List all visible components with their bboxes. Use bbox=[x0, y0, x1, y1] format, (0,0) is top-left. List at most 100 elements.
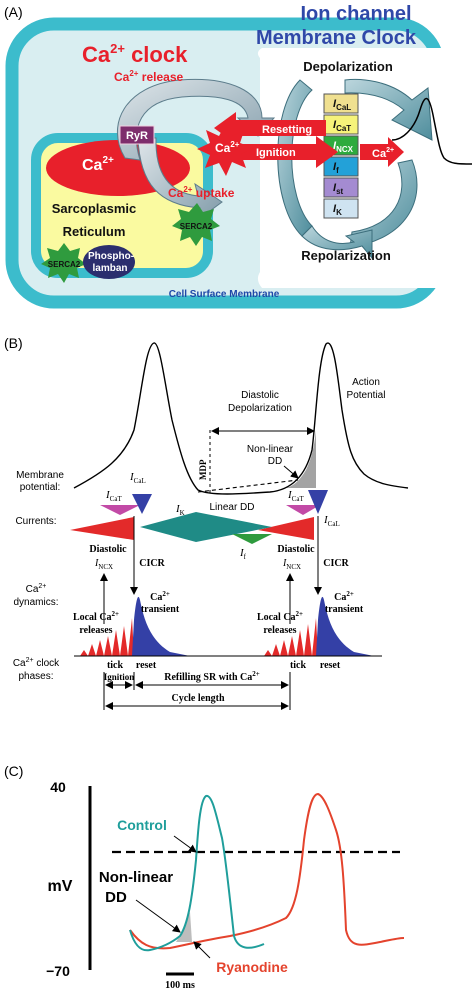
ca-transient-1a: Ca2+ bbox=[150, 590, 170, 603]
ryr-channel bbox=[119, 125, 155, 145]
icat-triangle-2 bbox=[286, 505, 320, 515]
channel-box-cal bbox=[323, 93, 359, 114]
channel-label-cal: ICaL bbox=[333, 98, 351, 112]
channel-label-k: IK bbox=[333, 203, 342, 217]
currents-label: Currents: bbox=[15, 516, 56, 527]
channel-label-ncx: INCX bbox=[333, 140, 354, 154]
sr-calcium-label: Ca2+ bbox=[82, 155, 114, 174]
ical-triangle-1 bbox=[132, 494, 152, 514]
nonlinear-dd-pointer bbox=[283, 465, 299, 479]
action-potential-label-1: Action bbox=[352, 377, 380, 388]
diastolic-label-1: Diastolic bbox=[241, 390, 279, 401]
ical-label-1: ICaL bbox=[129, 471, 146, 485]
cicr-label-2: CICR bbox=[323, 558, 349, 569]
resetting-label: Resetting bbox=[262, 124, 312, 136]
serca2-pump-lower bbox=[41, 243, 86, 283]
linear-dd-label: Linear DD bbox=[209, 502, 254, 513]
phospholamban-label-2: lamban bbox=[92, 263, 127, 274]
ca-uptake-label: Ca2+ uptake bbox=[168, 185, 235, 200]
channel-label-st: Ist bbox=[333, 182, 344, 196]
clock-phases-label-1: Ca2+ clock bbox=[13, 657, 60, 669]
incx-wedge-2 bbox=[258, 517, 314, 540]
action-potential-label-2: Potential bbox=[347, 390, 386, 401]
tick-label-2: tick bbox=[290, 660, 307, 671]
control-pointer bbox=[173, 835, 197, 853]
ignition-phase-label: Ignition bbox=[104, 672, 135, 682]
ca-clock-title: Ca2+ clock bbox=[82, 41, 188, 67]
scale-bar-label: 100 ms bbox=[165, 980, 195, 991]
ca-transient-2 bbox=[316, 596, 374, 656]
ryanodine-pointer bbox=[193, 941, 211, 959]
mdp-label: MDP bbox=[198, 459, 208, 480]
control-trace bbox=[129, 795, 265, 952]
ca-transient-1b: transient bbox=[141, 604, 180, 615]
local-releases-2a: Local Ca2+ bbox=[257, 610, 303, 623]
panel-b: (B) MDP Diastolic Depolarization Non-lin… bbox=[4, 335, 409, 710]
membrane-potential-trace bbox=[73, 342, 409, 495]
local-releases-1a: Local Ca2+ bbox=[73, 610, 119, 623]
channel-box-f bbox=[323, 156, 359, 177]
nonlinear-dd-c-pointer bbox=[135, 899, 181, 933]
ion-channel-title: Ion channel bbox=[300, 3, 411, 25]
nonlinear-dd-c-label-1: Non-linear bbox=[99, 869, 173, 886]
y-bottom-label: −70 bbox=[46, 963, 70, 979]
channel-box-k bbox=[323, 198, 359, 219]
ca-efflux-label: Ca2+ bbox=[372, 147, 394, 160]
channel-box-st bbox=[323, 177, 359, 198]
ca-dynamics-label-2: dynamics: bbox=[13, 597, 58, 608]
ical-label-2: ICaL bbox=[323, 514, 340, 528]
incx-wedge-1 bbox=[70, 517, 134, 540]
if-label: If bbox=[239, 547, 247, 561]
ca-release-label: Ca2+ release bbox=[114, 69, 184, 84]
ryanodine-trace bbox=[129, 792, 405, 950]
cycle-length-label: Cycle length bbox=[171, 693, 224, 704]
local-releases-2b: releases bbox=[263, 625, 296, 636]
clock-phases-label-2: phases: bbox=[18, 671, 53, 682]
control-label: Control bbox=[117, 817, 167, 833]
if-triangle bbox=[232, 534, 272, 544]
ca-clock-arc-bottom bbox=[137, 137, 223, 224]
ca-ignition-burst bbox=[197, 125, 254, 176]
repolarization-label: Repolarization bbox=[301, 248, 391, 263]
linear-dd-dashed-line bbox=[197, 479, 299, 493]
phospholamban-label-1: Phospho- bbox=[88, 251, 134, 262]
panel-c: (C) 40 −70 mV Control Non-linear DD Ryan… bbox=[4, 763, 405, 991]
nonlinear-dd-label-2: DD bbox=[268, 456, 282, 467]
panel-a-label: (A) bbox=[4, 4, 23, 20]
cicr-label-1: CICR bbox=[139, 558, 165, 569]
local-releases-1b: releases bbox=[79, 625, 112, 636]
panel-a: (A) Cell Surface Membrane Ca2+ clock Ca2… bbox=[4, 3, 473, 309]
phospholamban bbox=[83, 245, 135, 279]
diastolic-label-2: Depolarization bbox=[228, 403, 292, 414]
reticulum-label: Reticulum bbox=[63, 224, 126, 239]
serca2-pump-upper bbox=[172, 203, 220, 246]
reset-label-2: reset bbox=[320, 660, 341, 671]
nonlinear-dd-shading bbox=[286, 430, 316, 488]
ca-transient-1 bbox=[132, 596, 190, 656]
membrane-label-2: potential: bbox=[20, 482, 61, 493]
membrane-clock-title: Membrane Clock bbox=[256, 27, 417, 49]
ca-transient-2b: transient bbox=[325, 604, 364, 615]
nonlinear-dd-c-label-2: DD bbox=[105, 889, 127, 906]
diastolic-incx-2b: INCX bbox=[282, 558, 301, 571]
serca2-upper-label: SERCA2 bbox=[180, 222, 213, 231]
ik-current-shape bbox=[140, 512, 272, 542]
local-ca-releases-1 bbox=[80, 618, 134, 656]
ik-label: IK bbox=[175, 503, 185, 517]
ca-dynamics-label-1: Ca2+ bbox=[26, 583, 47, 595]
ical-triangle-2 bbox=[308, 490, 328, 514]
diastolic-incx-1b: INCX bbox=[94, 558, 113, 571]
diastolic-incx-2a: Diastolic bbox=[277, 544, 315, 555]
ca-efflux-arrow bbox=[360, 137, 404, 167]
icat-label-2: ICaT bbox=[287, 489, 304, 503]
panel-a-action-potential-trace bbox=[391, 97, 473, 165]
membrane-clock-arc-right-top bbox=[344, 78, 433, 141]
panel-c-label: (C) bbox=[4, 763, 23, 779]
depolarization-label: Depolarization bbox=[303, 59, 393, 74]
ignition-arrow bbox=[232, 136, 338, 168]
ignition-label: Ignition bbox=[256, 147, 296, 159]
refilling-label: Refilling SR with Ca2+ bbox=[164, 670, 260, 683]
serca2-lower-label: SERCA2 bbox=[48, 260, 81, 269]
diastolic-incx-1a: Diastolic bbox=[89, 544, 127, 555]
